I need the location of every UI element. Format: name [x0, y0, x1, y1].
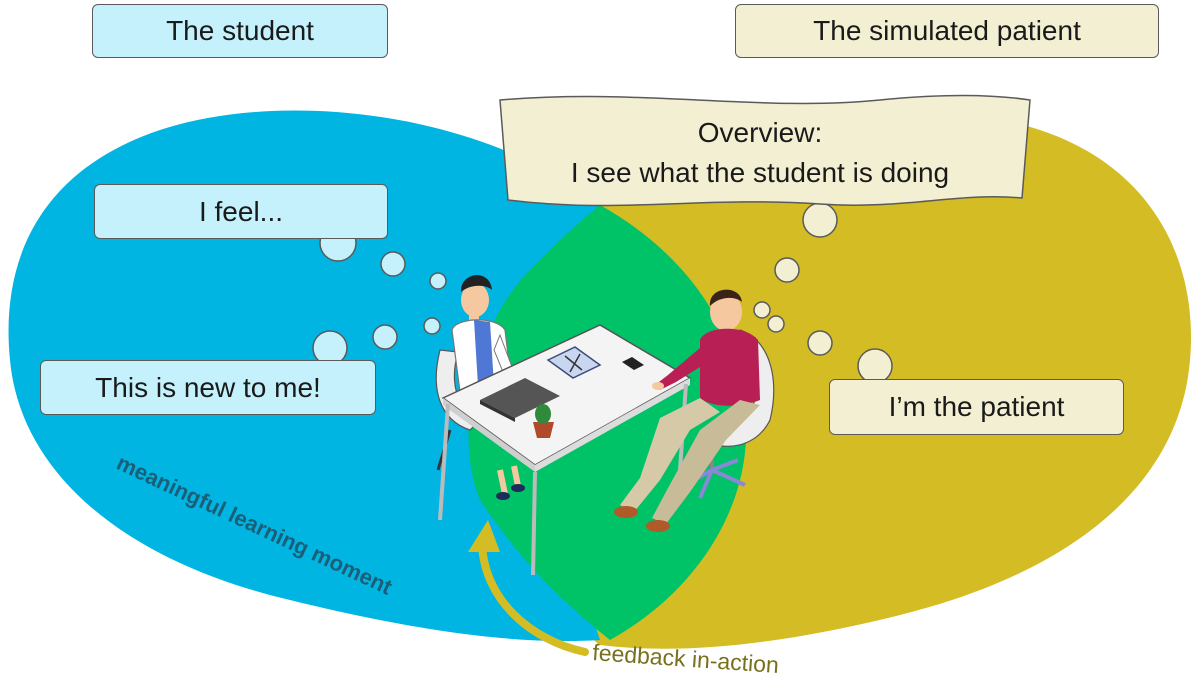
cactus [533, 404, 554, 438]
feel-thought-box: I feel... [94, 184, 388, 239]
feedback-arrow [478, 541, 589, 656]
overview-line2: I see what the student is doing [571, 157, 949, 188]
feedback-label: feedback in-action [592, 639, 780, 678]
new-thought-box: This is new to me! [40, 360, 376, 415]
new-thought-text: This is new to me! [95, 371, 321, 403]
consultation-scene [435, 275, 775, 576]
patient-thought-box: I’m the patient [829, 379, 1124, 435]
student-thought-bubbles [312, 224, 447, 366]
phone [622, 357, 644, 370]
patient-thought-bubbles [753, 202, 893, 384]
overview-line1: Overview: [698, 117, 822, 148]
patient-title: The simulated patient [813, 15, 1081, 46]
feedback-arrowhead [468, 520, 500, 552]
patient-thought-text: I’m the patient [888, 391, 1065, 422]
feel-thought-text: I feel... [198, 195, 284, 227]
patient-title-box: The simulated patient [735, 4, 1159, 58]
laptop [480, 378, 560, 418]
student-title: The student [166, 15, 314, 46]
patient-figure [614, 289, 760, 532]
student-title-box: The student [92, 4, 388, 58]
table [438, 324, 692, 576]
overview-banner [499, 94, 1031, 207]
